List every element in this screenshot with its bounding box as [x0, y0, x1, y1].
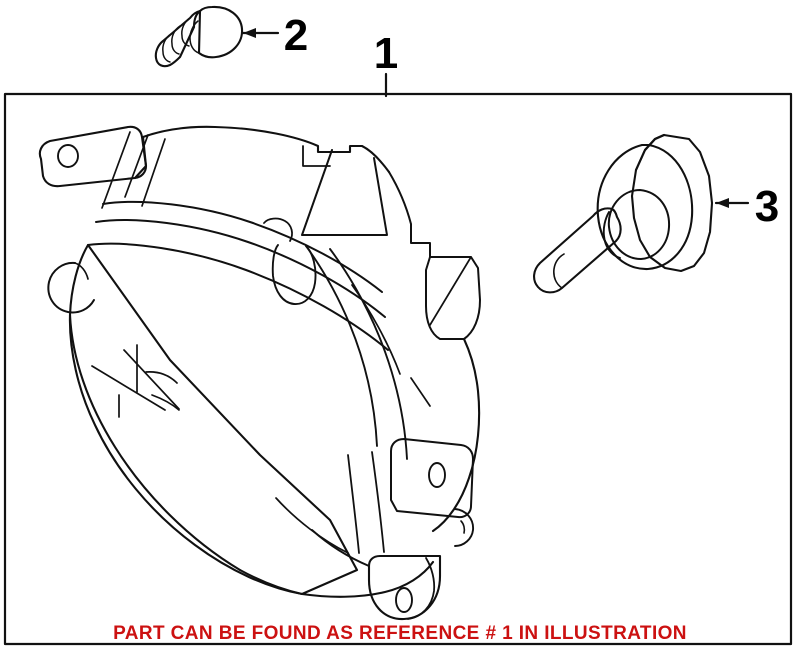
callout-3-leader: [714, 198, 750, 208]
bottom-mount-hole: [395, 587, 413, 613]
screw-thread-4: [189, 20, 200, 54]
bulb-dome-outer: [596, 143, 694, 271]
housing-left-lobe-crease: [74, 262, 89, 280]
bulb-dome-inner: [607, 189, 671, 260]
callout-label-2: 2: [284, 11, 308, 60]
bezel-rim-mid: [95, 219, 386, 318]
housing-rib-1: [305, 245, 378, 447]
housing-bottom-left-edge: [239, 569, 303, 595]
housing-left-lobe: [47, 261, 95, 314]
housing-top-facet: [301, 149, 388, 236]
callout-label-3: 3: [755, 182, 779, 231]
screw-head: [197, 5, 244, 59]
housing-vert-rib-1: [347, 454, 360, 554]
reference-caption: PART CAN BE FOUND AS REFERENCE # 1 IN IL…: [113, 623, 687, 644]
housing-crease-3: [141, 138, 166, 207]
illustration-border: [3, 92, 793, 646]
housing-top-notch: [302, 145, 331, 167]
housing-bottom-edge: [300, 560, 435, 598]
right-mount-hole: [428, 462, 446, 488]
housing-right-flank: [431, 337, 481, 533]
right-mount-bracket: [390, 438, 474, 519]
screw-thread-1: [181, 17, 191, 47]
housing-skirt-crease: [275, 497, 349, 554]
housing-crease-2: [124, 134, 149, 198]
lens-lower-edge: [68, 313, 242, 572]
bulb-stem-tip: [553, 253, 565, 289]
right-bracket-fin-fold: [429, 256, 472, 326]
housing-rib-2: [329, 248, 408, 460]
housing-rib-3: [351, 284, 401, 375]
housing-crease-1: [101, 131, 131, 209]
part-mounting-screw: [154, 5, 244, 68]
bezel-center-rib: [271, 244, 317, 305]
part-bulb-socket-assembly: [533, 133, 714, 294]
bottom-foot-inner-arc: [407, 557, 436, 620]
screw-thread-2: [171, 25, 181, 55]
lens-reflection-marks: [91, 344, 180, 418]
upper-left-mount-hole: [57, 144, 79, 168]
bulb-connector-stem: [533, 207, 622, 294]
bezel-rim-inner: [87, 242, 389, 351]
screw-thread-3: [162, 33, 172, 63]
lower-right-boss: [454, 508, 474, 547]
callout-2-leader: [241, 28, 280, 38]
housing-vert-rib-2: [371, 451, 385, 553]
bezel-rim-outer: [102, 200, 383, 293]
part-fog-lamp-housing: [38, 125, 481, 621]
housing-right-shoulder: [388, 171, 431, 258]
callout-label-1: 1: [374, 29, 398, 78]
lens-face-outline: [68, 243, 359, 596]
bottom-mount-foot: [367, 554, 442, 621]
lower-right-boss-inner: [460, 520, 466, 534]
housing-top-edge: [133, 125, 391, 180]
bulb-collar: [602, 211, 621, 259]
housing-flank-crease: [410, 377, 431, 407]
housing-mid-boss: [263, 217, 293, 242]
